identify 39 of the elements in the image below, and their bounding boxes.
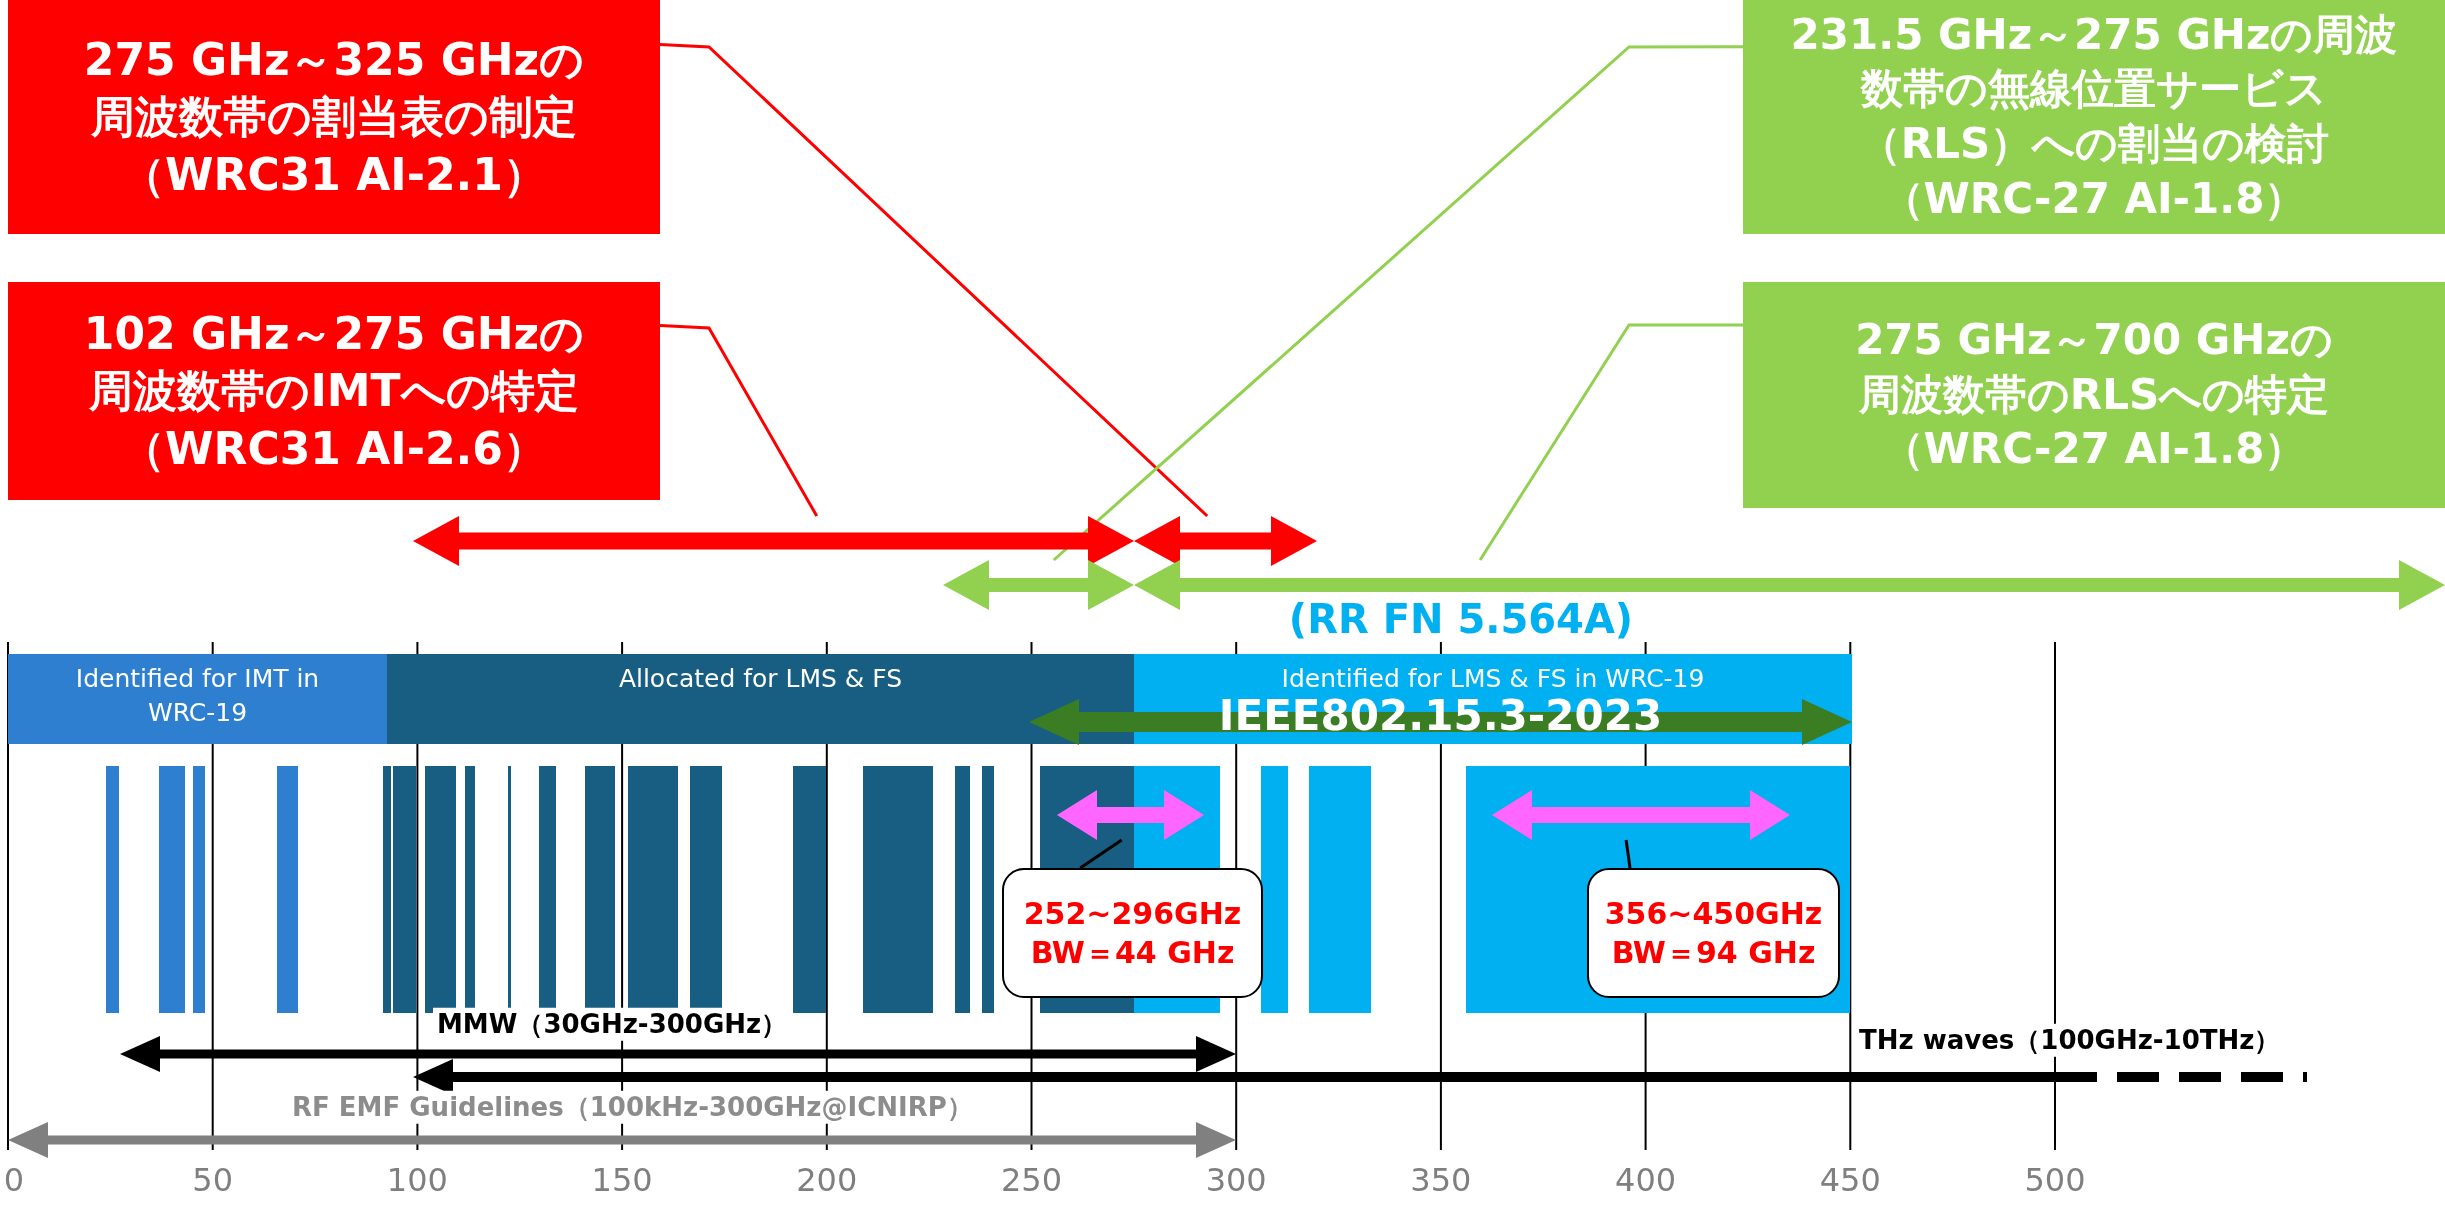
- leader-line: [659, 324, 819, 517]
- frequency-label: 356~450GHz BW＝94 GHz: [1603, 895, 1824, 972]
- leader-line: [1478, 323, 1743, 561]
- axis-tick-label: 500: [2024, 1160, 2086, 1200]
- band-label: Identified for LMS & FS in WRC-19: [1281, 663, 1705, 695]
- band-segment: [387, 654, 1134, 744]
- note-text: 275 GHz～700 GHzの周波数帯のRLSへの特定（WRC-27 AI-1.8）: [1854, 314, 2334, 476]
- band-label: Identified for IMT in WRC-19: [74, 663, 321, 729]
- callout-tail: [1079, 838, 1123, 870]
- frequency-range-marker: [1057, 790, 1204, 840]
- axis-tick-label: 0: [3, 1160, 25, 1200]
- note-box: [1743, 0, 2445, 234]
- axis-tick-label: 450: [1819, 1160, 1881, 1200]
- axis-tick-label: 350: [1410, 1160, 1472, 1200]
- callout-bubble: [1002, 868, 1263, 998]
- frequency-range-marker: [1134, 516, 1317, 566]
- axis-tick-label: 400: [1615, 1160, 1677, 1200]
- leader-line: [659, 42, 1209, 518]
- axis-tick-label: 250: [1000, 1160, 1063, 1200]
- axis-tick-label: 300: [1205, 1160, 1267, 1200]
- note-text: 231.5 GHz～275 GHzの周波数帯の無線位置サービス（RLS）への割当の検討（WRC-27 AI-1.8）: [1789, 8, 2399, 225]
- note-text: 102 GHz～275 GHzの周波数帯のIMTへの特定（WRC31 AI-2.6）: [82, 307, 586, 476]
- frequency-range-marker: [413, 516, 1134, 566]
- callout-tail: [1624, 839, 1632, 869]
- band-segment: [8, 654, 387, 744]
- axis-tick-label: 200: [796, 1160, 858, 1200]
- frequency-label: 252~296GHz BW＝44 GHz: [1022, 895, 1243, 972]
- axis-tick-label: 50: [192, 1160, 234, 1200]
- note-box: [8, 0, 660, 234]
- frequency-range-marker: [1492, 790, 1790, 840]
- note-box: [8, 282, 660, 500]
- axis-tick-label: 150: [591, 1160, 653, 1200]
- frequency-range-marker: [943, 560, 1134, 610]
- note-text: 275 GHz～325 GHzの周波数帯の割当表の制定（WRC31 AI-2.1）: [82, 33, 586, 202]
- note-box: [1743, 282, 2445, 508]
- band-label: Allocated for LMS & FS: [618, 663, 903, 695]
- callout-bubble: [1587, 868, 1840, 998]
- footnote-label: (RR FN 5.564A): [1288, 595, 1634, 644]
- axis-tick-label: 100: [386, 1160, 448, 1200]
